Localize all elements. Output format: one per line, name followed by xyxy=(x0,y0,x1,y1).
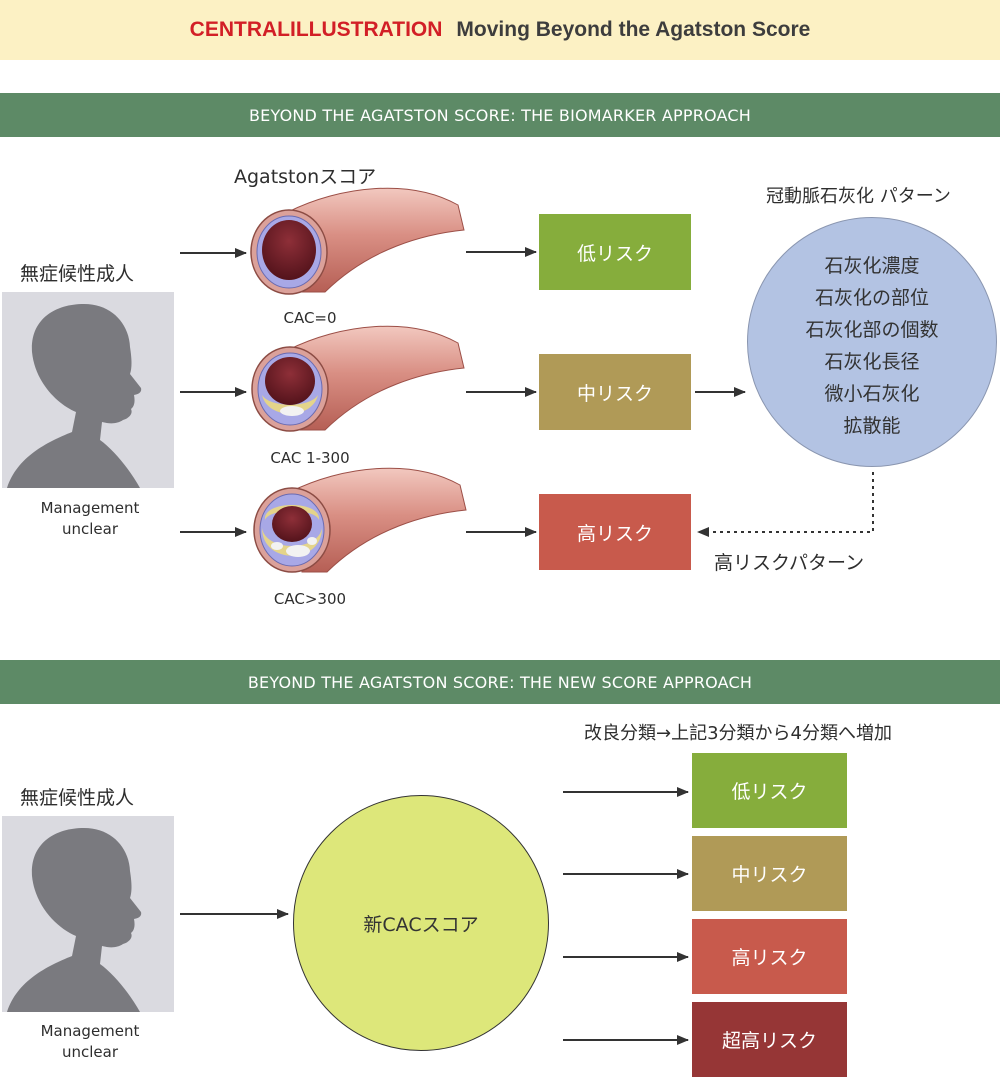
pattern-list: 石灰化濃度 石灰化の部位 石灰化部の個数 石灰化長径 微小石灰化 拡散能 xyxy=(748,250,996,442)
new-risk-box-very-high: 超高リスク xyxy=(692,1002,847,1077)
pattern-item-density: 石灰化濃度 xyxy=(824,255,920,277)
management-line1: Management xyxy=(40,499,140,517)
person-silhouette-2 xyxy=(2,816,174,1012)
dotted-arrow-high-risk-pattern xyxy=(697,472,874,537)
new-cac-score-label: 新CACスコア xyxy=(363,913,479,936)
classification-label: 改良分類→上記3分類から4分類へ増加 xyxy=(584,723,892,744)
management-unclear-1: Management unclear xyxy=(0,498,180,540)
new-risk-box-intermediate: 中リスク xyxy=(692,836,847,911)
pattern-item-microcalcification: 微小石灰化 xyxy=(824,383,920,405)
population-label-2: 無症候性成人 xyxy=(20,787,135,809)
title-label: CENTRALILLUSTRATION xyxy=(189,18,443,41)
pattern-item-length: 石灰化長径 xyxy=(824,351,920,373)
vessel-label-1: CAC 1-300 xyxy=(270,449,350,467)
section-header-biomarker: BEYOND THE AGATSTON SCORE: THE BIOMARKER… xyxy=(0,93,1000,137)
vessel-cac-over-300 xyxy=(253,467,467,573)
high-risk-pattern-label: 高リスクパターン xyxy=(714,552,865,574)
person-silhouette xyxy=(2,292,174,488)
vessel-label-2: CAC>300 xyxy=(273,590,347,608)
risk-box-low: 低リスク xyxy=(539,214,691,290)
vessel-label-0: CAC=0 xyxy=(283,309,337,327)
vessel-cac-0 xyxy=(250,187,465,295)
new-cac-score-circle: 新CACスコア xyxy=(293,795,549,1051)
new-risk-box-high: 高リスク xyxy=(692,919,847,994)
new-risk-box-low: 低リスク xyxy=(692,753,847,828)
management-line2: unclear xyxy=(61,520,118,538)
management-line1: Management xyxy=(40,1022,140,1040)
calcium-pattern-title: 冠動脈石灰化 パターン xyxy=(766,186,951,207)
pattern-item-count: 石灰化部の個数 xyxy=(805,319,939,341)
section-header-new-score: BEYOND THE AGATSTON SCORE: THE NEW SCORE… xyxy=(0,660,1000,704)
pattern-item-diffusivity: 拡散能 xyxy=(843,415,901,437)
calcium-pattern-circle: 石灰化濃度 石灰化の部位 石灰化部の個数 石灰化長径 微小石灰化 拡散能 xyxy=(747,217,997,467)
vessel-cac-1-300 xyxy=(251,325,465,432)
risk-box-intermediate: 中リスク xyxy=(539,354,691,430)
agatston-score-label: Agatstonスコア xyxy=(234,166,377,188)
risk-box-high: 高リスク xyxy=(539,494,691,570)
pattern-item-location: 石灰化の部位 xyxy=(814,287,929,309)
title-text: Moving Beyond the Agatston Score xyxy=(456,18,811,41)
title-bar: CENTRALILLUSTRATION Moving Beyond the Ag… xyxy=(0,0,1000,60)
person-head-icon xyxy=(7,304,142,488)
population-label: 無症候性成人 xyxy=(20,263,135,285)
management-unclear-2: Management unclear xyxy=(0,1021,180,1063)
management-line2: unclear xyxy=(61,1043,118,1061)
person-head-icon xyxy=(7,828,142,1012)
